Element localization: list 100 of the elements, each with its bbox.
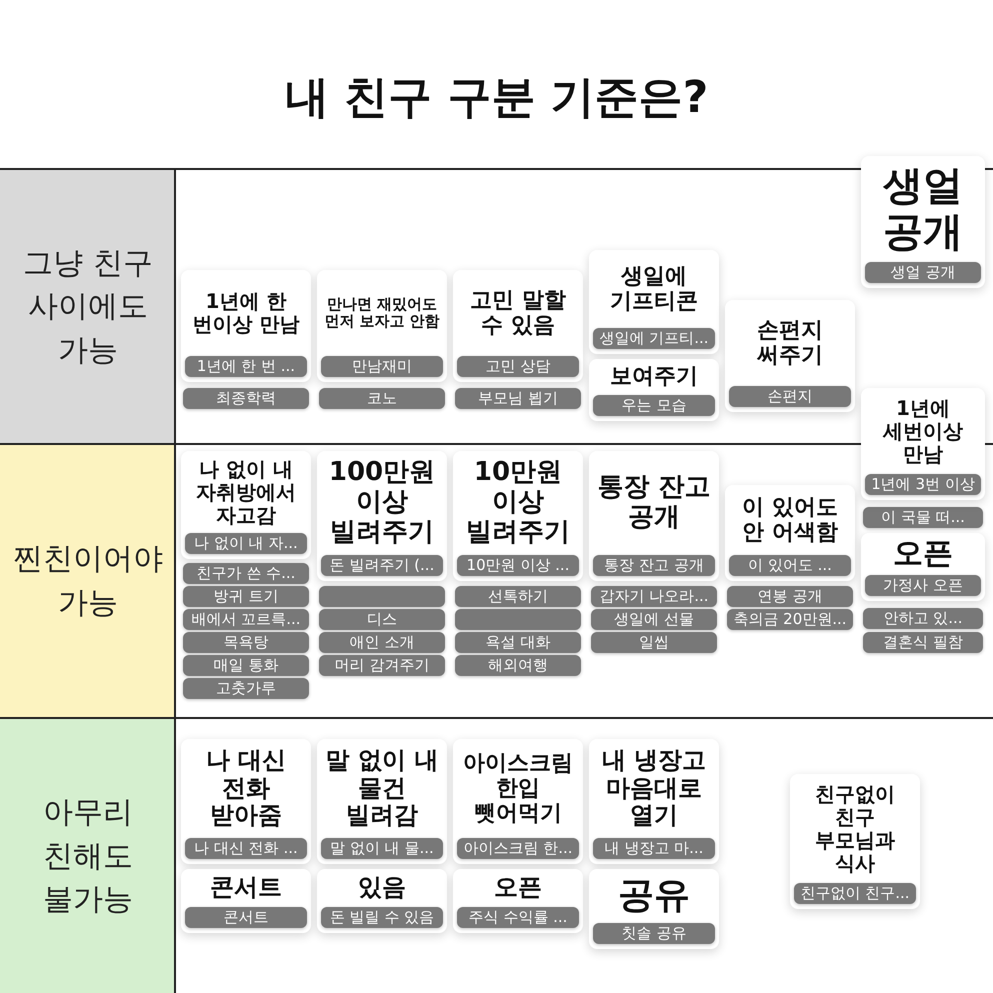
sticky-note (589, 451, 719, 581)
tag: 생얼 공개 (865, 262, 981, 283)
tag: 이 국물 떠... (863, 507, 983, 528)
table-row (0, 168, 993, 443)
card-title: 생얼 공개 (882, 163, 964, 255)
sticky-note (317, 451, 447, 581)
sticky-note (317, 739, 447, 864)
sticky-note (317, 270, 447, 382)
card-title: 오픈 (893, 536, 953, 572)
row-header: 그냥 친구 사이에도 가능 (22, 244, 154, 370)
tag: 욕설 대화 (455, 632, 581, 653)
tag: 배에서 꼬르륵... (183, 609, 309, 630)
tag: 생일에 기프티... (593, 328, 715, 349)
tag: 부모님 뵙기 (455, 388, 581, 409)
tag: 나 없이 내 자... (185, 533, 307, 554)
tag: 고춧가루 (183, 678, 309, 699)
tag: 10만원 이상 ... (457, 555, 579, 576)
row-header: 찐친이어야 가능 (12, 540, 164, 622)
tag: 통장 잔고 공개 (593, 555, 715, 576)
tag: 칫솔 공유 (593, 923, 715, 944)
tag: 디스 (319, 609, 445, 630)
tag: 방귀 트기 (183, 586, 309, 607)
tag: 연봉 공개 (727, 586, 853, 607)
sticky-note (453, 739, 583, 864)
tag: 매일 통화 (183, 655, 309, 676)
card-title: 보여주기 (610, 364, 698, 390)
tag: 해외여행 (455, 655, 581, 676)
tag: 우는 모습 (593, 395, 715, 416)
tag: 주식 수익률 ... (457, 907, 579, 928)
tag: 1년에 3번 이상 (865, 474, 981, 495)
tag: 축의금 20만원... (727, 609, 853, 630)
sticky-note (317, 869, 447, 933)
sticky-note (453, 869, 583, 933)
card-title: 내 냉장고 마음대로 열기 (600, 747, 708, 830)
tag: 친구없이 친구... (794, 883, 916, 904)
card-title: 100만원 이상 빌려주기 (328, 458, 436, 548)
tag: 코노 (319, 388, 445, 409)
tag: 아이스크림 한... (457, 838, 579, 859)
card-title: 1년에 세번이상 만남 (882, 396, 964, 466)
card-title: 손편지 써주기 (756, 318, 824, 368)
tag: 최종학력 (183, 388, 309, 409)
sticky-note (589, 739, 719, 864)
sticky-note (453, 270, 583, 382)
sticky-note (725, 485, 855, 581)
tag: 손편지 (729, 386, 851, 407)
tag: 안하고 있... (863, 608, 983, 629)
sticky-note (589, 869, 719, 949)
card-title: 10만원 이상 빌려주기 (465, 458, 571, 548)
tag: 만남재미 (321, 356, 443, 377)
card-title: 나 대신 전화 받아줌 (204, 747, 288, 830)
card-title: 생일에 기프티콘 (609, 264, 699, 314)
sticky-note (181, 869, 311, 933)
card-title: 친구없이 친구 부모님과 식사 (814, 782, 896, 874)
title: 내 친구 구분 기준은? (284, 72, 708, 125)
tag: 이 있어도 ... (729, 555, 851, 576)
tag: 일씹 (591, 632, 717, 653)
sticky-note (790, 774, 920, 909)
sticky-note (861, 533, 985, 601)
sticky-note (181, 739, 311, 864)
tag: 돈 빌릴 수 있음 (321, 907, 443, 928)
sticky-note (589, 250, 719, 354)
tag: 콘서트 (185, 907, 307, 928)
table-row (0, 443, 993, 717)
card-title: 만나면 재밌어도 먼저 보자고 안함 (323, 296, 441, 330)
tag: 친구가 쓴 수... (183, 563, 309, 584)
tag: 갑자기 나오라... (591, 586, 717, 607)
table-row (0, 717, 993, 993)
card-title: 오픈 (494, 874, 542, 902)
sticky-note (861, 156, 985, 288)
card-title: 콘서트 (210, 874, 282, 902)
tag: 목욕탕 (183, 632, 309, 653)
sticky-note (181, 270, 311, 382)
tag (319, 586, 445, 607)
tag: 머리 감겨주기 (319, 655, 445, 676)
tag: 애인 소개 (319, 632, 445, 653)
card-title: 말 없이 내 물건 빌려감 (324, 747, 440, 830)
card-title: 있음 (358, 874, 406, 902)
tag: 생일에 선물 (591, 609, 717, 630)
card-title: 고민 말할 수 있음 (469, 288, 567, 338)
card-title: 이 있어도 안 어색함 (741, 494, 839, 546)
sticky-note (453, 451, 583, 581)
tag: 말 없이 내 물... (321, 838, 443, 859)
card-title: 1년에 한 번이상 만남 (192, 290, 300, 336)
tag: 내 냉장고 마... (593, 838, 715, 859)
card-title: 아이스크림 한입 뺏어먹기 (462, 750, 574, 826)
sticky-note (181, 451, 311, 559)
tag: 가정사 오픈 (865, 575, 981, 596)
tag: 선톡하기 (455, 586, 581, 607)
tag: 돈 빌려주기 (... (321, 555, 443, 576)
sticky-note (725, 300, 855, 412)
tag: 결혼식 필참 (863, 632, 983, 653)
row-header: 아무리 친해도 불가능 (42, 794, 134, 919)
card-title: 공유 (618, 875, 690, 917)
tag: 나 대신 전화 ... (185, 838, 307, 859)
card-title: 통장 잔고 공개 (596, 473, 712, 533)
tag: 고민 상담 (457, 356, 579, 377)
card-title: 나 없이 내 자취방에서 자고감 (195, 458, 297, 526)
tag (455, 609, 581, 630)
sticky-note (589, 359, 719, 421)
tag: 1년에 한 번 ... (185, 356, 307, 377)
